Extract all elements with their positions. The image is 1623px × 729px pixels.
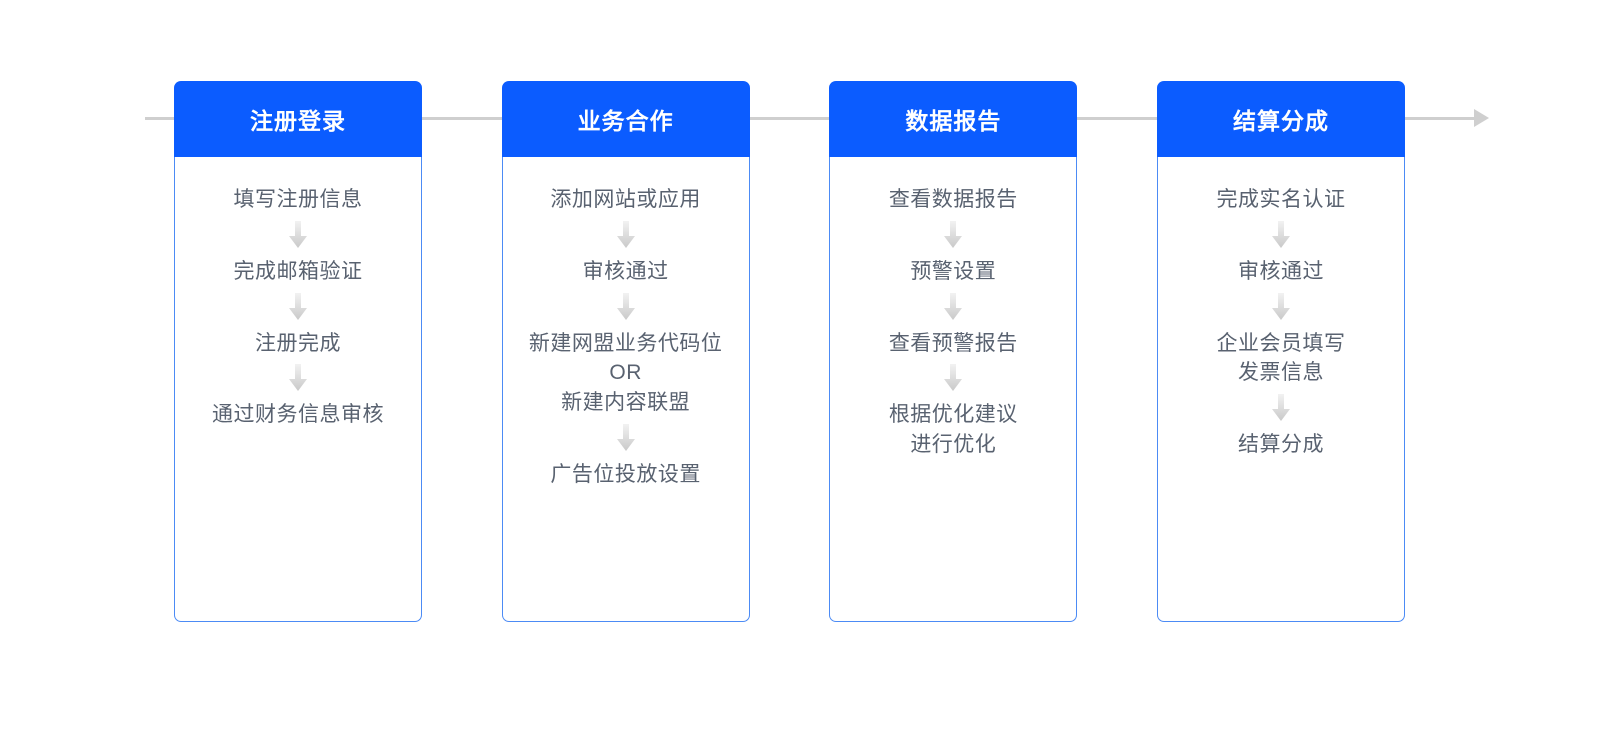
flow-step: 填写注册信息 bbox=[233, 188, 363, 211]
step-down-arrow-icon bbox=[289, 292, 307, 320]
flow-step: 完成实名认证 bbox=[1216, 188, 1346, 211]
step-down-arrow-icon bbox=[1271, 292, 1290, 320]
flow-step: 预警设置 bbox=[910, 259, 997, 283]
flow-card-title-business-cooperation[interactable]: 业务合作 bbox=[501, 81, 750, 157]
step-down-arrow-icon bbox=[944, 292, 963, 320]
flow-step: 查看数据报告 bbox=[888, 188, 1018, 211]
flow-step: 企业会员填写 发票信息 bbox=[1216, 331, 1346, 385]
flow-step: 添加网站或应用 bbox=[550, 188, 701, 211]
flow-card-body-settlement-share: 完成实名认证审核通过企业会员填写 发票信息结算分成 bbox=[1156, 157, 1405, 622]
step-down-arrow-icon bbox=[289, 364, 307, 392]
flow-step: 通过财务信息审核 bbox=[212, 403, 384, 427]
step-down-arrow-icon bbox=[1271, 220, 1290, 248]
connector-arrowhead-icon bbox=[1474, 109, 1489, 127]
step-down-arrow-icon bbox=[616, 424, 635, 452]
flow-step: 审核通过 bbox=[582, 259, 669, 283]
flow-card-settlement-share: 结算分成完成实名认证审核通过企业会员填写 发票信息结算分成 bbox=[1156, 81, 1405, 622]
flow-step: 根据优化建议 进行优化 bbox=[888, 403, 1018, 457]
flow-card-title-register-login[interactable]: 注册登录 bbox=[174, 81, 422, 157]
flow-step: 审核通过 bbox=[1237, 259, 1324, 283]
flow-card-body-data-report: 查看数据报告预警设置查看预警报告根据优化建议 进行优化 bbox=[829, 157, 1078, 622]
step-down-arrow-icon bbox=[289, 220, 307, 248]
flow-card-body-business-cooperation: 添加网站或应用审核通过新建网盟业务代码位 OR 新建内容联盟广告位投放设置 bbox=[501, 157, 750, 622]
flow-card-title-settlement-share[interactable]: 结算分成 bbox=[1156, 81, 1405, 157]
flow-card-title-data-report[interactable]: 数据报告 bbox=[829, 81, 1078, 157]
flow-step: 查看预警报告 bbox=[888, 331, 1018, 355]
step-down-arrow-icon bbox=[1271, 394, 1290, 422]
step-down-arrow-icon bbox=[616, 292, 635, 320]
step-down-arrow-icon bbox=[944, 364, 963, 392]
flow-step: 新建网盟业务代码位 OR 新建内容联盟 bbox=[528, 331, 723, 415]
flow-columns: 注册登录填写注册信息完成邮箱验证注册完成通过财务信息审核业务合作添加网站或应用审… bbox=[174, 81, 1405, 622]
flow-step: 结算分成 bbox=[1237, 433, 1324, 457]
flow-step: 完成邮箱验证 bbox=[233, 259, 363, 283]
flow-step: 广告位投放设置 bbox=[550, 463, 701, 487]
flow-card-business-cooperation: 业务合作添加网站或应用审核通过新建网盟业务代码位 OR 新建内容联盟广告位投放设… bbox=[501, 81, 750, 622]
step-down-arrow-icon bbox=[616, 220, 635, 248]
flow-card-register-login: 注册登录填写注册信息完成邮箱验证注册完成通过财务信息审核 bbox=[174, 81, 422, 622]
flow-step: 注册完成 bbox=[255, 331, 341, 355]
flow-card-data-report: 数据报告查看数据报告预警设置查看预警报告根据优化建议 进行优化 bbox=[829, 81, 1078, 622]
flow-card-body-register-login: 填写注册信息完成邮箱验证注册完成通过财务信息审核 bbox=[174, 157, 422, 622]
step-down-arrow-icon bbox=[944, 220, 963, 248]
